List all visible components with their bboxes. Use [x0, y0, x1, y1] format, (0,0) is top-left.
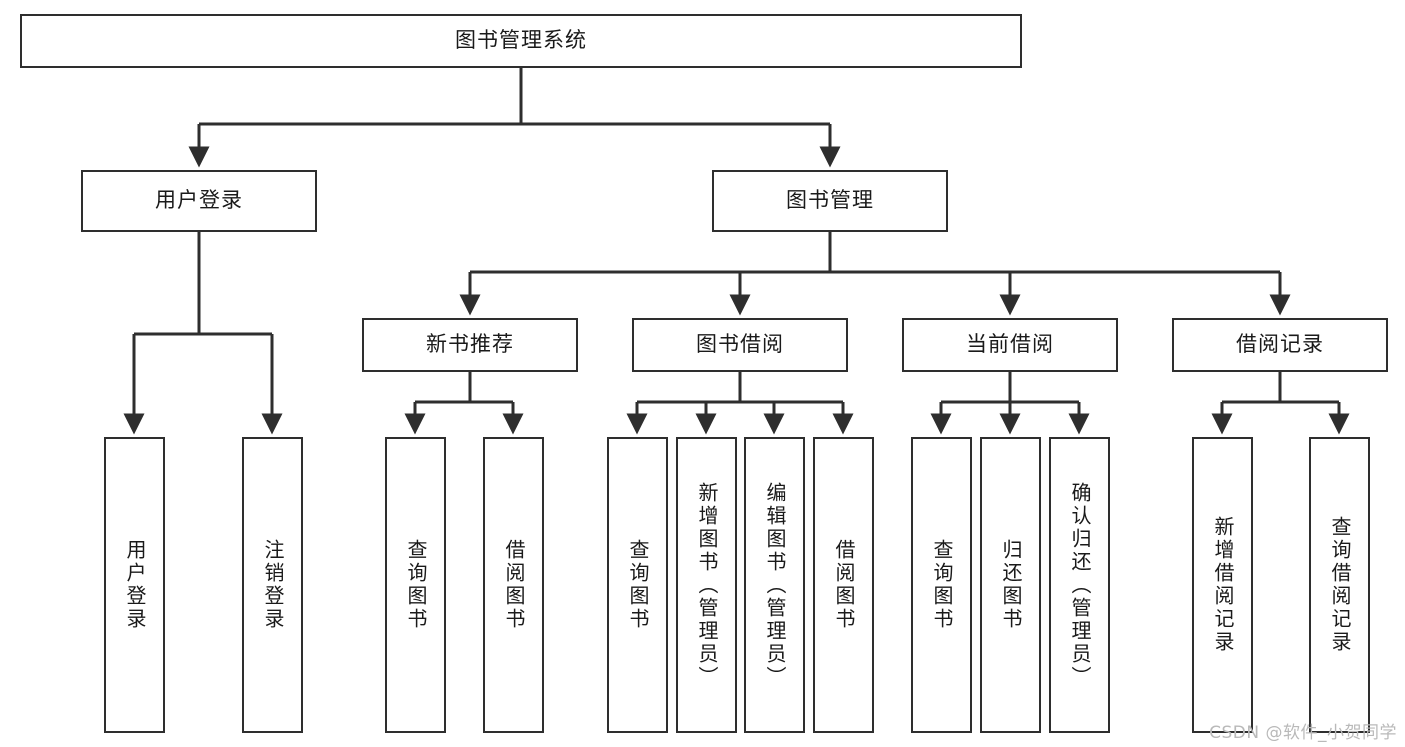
- node-leaf-book-borrow-add[interactable]: 新增图书（管理员）: [676, 437, 737, 733]
- node-leaf-user-login-login[interactable]: 用户登录: [104, 437, 165, 733]
- node-leaf-current-borrow-query[interactable]: 查询图书: [911, 437, 972, 733]
- node-leaf-label: 查询图书: [930, 539, 954, 631]
- node-leaf-current-borrow-confirm-return[interactable]: 确认归还（管理员）: [1049, 437, 1110, 733]
- node-leaf-label: 注销登录: [261, 539, 285, 631]
- node-book-borrow-label: 图书借阅: [696, 332, 784, 357]
- node-root-label: 图书管理系统: [455, 28, 587, 53]
- node-leaf-label: 查询借阅记录: [1328, 516, 1352, 654]
- node-user-login-label: 用户登录: [155, 188, 243, 213]
- node-leaf-label: 借阅图书: [502, 539, 526, 631]
- node-current-borrow-label: 当前借阅: [966, 332, 1054, 357]
- node-leaf-label: 编辑图书（管理员）: [763, 481, 787, 689]
- node-book-management[interactable]: 图书管理: [712, 170, 948, 232]
- node-borrow-record[interactable]: 借阅记录: [1172, 318, 1388, 372]
- node-leaf-label: 新增借阅记录: [1211, 516, 1235, 654]
- node-book-borrow[interactable]: 图书借阅: [632, 318, 848, 372]
- watermark-text: CSDN @软件_小贺同学: [1209, 723, 1397, 743]
- node-book-management-label: 图书管理: [786, 188, 874, 213]
- node-leaf-borrow-record-add[interactable]: 新增借阅记录: [1192, 437, 1253, 733]
- node-leaf-book-borrow-edit[interactable]: 编辑图书（管理员）: [744, 437, 805, 733]
- node-leaf-book-borrow-borrow[interactable]: 借阅图书: [813, 437, 874, 733]
- node-leaf-label: 确认归还（管理员）: [1068, 481, 1092, 689]
- node-leaf-label: 借阅图书: [832, 539, 856, 631]
- node-leaf-user-login-logout[interactable]: 注销登录: [242, 437, 303, 733]
- node-leaf-label: 查询图书: [626, 539, 650, 631]
- node-leaf-label: 新增图书（管理员）: [695, 481, 719, 689]
- node-user-login[interactable]: 用户登录: [81, 170, 317, 232]
- node-borrow-record-label: 借阅记录: [1236, 332, 1324, 357]
- node-leaf-new-book-query[interactable]: 查询图书: [385, 437, 446, 733]
- node-leaf-label: 归还图书: [999, 539, 1023, 631]
- node-leaf-book-borrow-query[interactable]: 查询图书: [607, 437, 668, 733]
- node-leaf-current-borrow-return[interactable]: 归还图书: [980, 437, 1041, 733]
- node-leaf-label: 查询图书: [404, 539, 428, 631]
- node-leaf-new-book-borrow[interactable]: 借阅图书: [483, 437, 544, 733]
- node-new-book-recommend[interactable]: 新书推荐: [362, 318, 578, 372]
- node-current-borrow[interactable]: 当前借阅: [902, 318, 1118, 372]
- node-new-book-recommend-label: 新书推荐: [426, 332, 514, 357]
- node-leaf-borrow-record-query[interactable]: 查询借阅记录: [1309, 437, 1370, 733]
- node-leaf-label: 用户登录: [123, 539, 147, 631]
- node-root-book-management-system[interactable]: 图书管理系统: [20, 14, 1022, 68]
